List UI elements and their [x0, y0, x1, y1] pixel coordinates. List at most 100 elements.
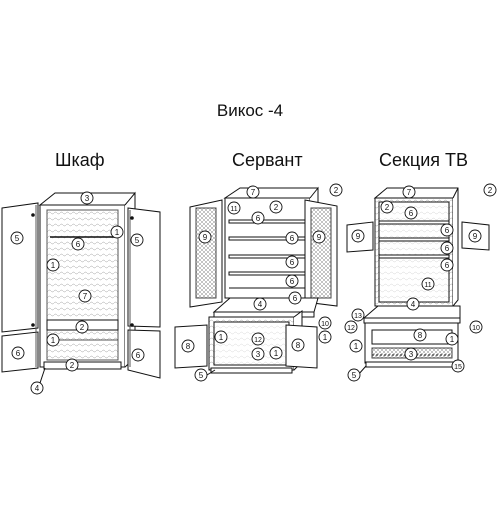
callout-circle-sekciya	[402, 185, 416, 199]
callout-circle-servant	[285, 274, 299, 288]
callout-circle-sekciya	[421, 277, 435, 291]
callout-circle-servant	[269, 346, 283, 360]
callout-number-servant: 6	[293, 294, 298, 303]
callout-number-shkaf: 1	[51, 261, 56, 270]
callout-circle-sekciya	[440, 258, 454, 272]
callout-circle-servant	[251, 211, 265, 225]
callout-number-shkaf: 5	[15, 234, 20, 243]
callout-circle-servant	[318, 330, 332, 344]
callout-number-sekciya: 3	[409, 350, 414, 359]
callout-circle-servant	[181, 339, 195, 353]
callout-number-sekciya: 9	[356, 232, 361, 241]
callout-number-servant: 4	[258, 300, 263, 309]
callout-number-sekciya: 15	[454, 364, 462, 371]
callout-number-sekciya: 6	[445, 244, 450, 253]
callout-circle-shkaf	[130, 233, 144, 247]
callout-circle-shkaf	[46, 333, 60, 347]
wardrobe-label: Шкаф	[55, 150, 105, 170]
callout-circle-sekciya	[451, 359, 465, 373]
callout-number-servant: 5	[199, 371, 204, 380]
callout-circle-shkaf	[46, 258, 60, 272]
callout-number-servant: 9	[203, 233, 208, 242]
callout-number-shkaf: 1	[51, 336, 56, 345]
callout-number-servant: 6	[290, 258, 295, 267]
callout-number-servant: 12	[254, 337, 262, 344]
callout-circle-sekciya	[344, 320, 358, 334]
callout-circle-servant	[214, 330, 228, 344]
callout-number-sekciya: 9	[473, 232, 478, 241]
callout-circle-servant	[253, 297, 267, 311]
callout-circle-servant	[288, 291, 302, 305]
callout-circle-sekciya	[468, 229, 482, 243]
callout-circle-shkaf	[30, 381, 44, 395]
callout-number-servant: 3	[256, 350, 261, 359]
callout-circle-servant	[285, 231, 299, 245]
callout-number-sekciya: 11	[424, 282, 431, 289]
callout-circle-sekciya	[469, 320, 483, 334]
callout-number-servant: 2	[274, 203, 279, 212]
callout-circle-servant	[251, 332, 265, 346]
callout-number-servant: 8	[296, 341, 301, 350]
callout-circle-servant	[198, 230, 212, 244]
callout-number-sekciya: 2	[488, 186, 493, 195]
callout-number-sekciya: 6	[445, 261, 450, 270]
callout-circle-sekciya	[380, 200, 394, 214]
callout-number-servant: 6	[290, 234, 295, 243]
callout-number-servant: 11	[230, 206, 237, 213]
callout-number-shkaf: 2	[70, 361, 75, 370]
callout-number-sekciya: 13	[354, 313, 362, 320]
callout-number-sekciya: 2	[385, 203, 390, 212]
callout-circle-servant	[251, 347, 265, 361]
callout-circle-sekciya	[351, 308, 365, 322]
callout-number-shkaf: 5	[135, 236, 140, 245]
callout-number-servant: 8	[186, 342, 191, 351]
callout-circle-shkaf	[71, 237, 85, 251]
callout-circle-sekciya	[483, 183, 497, 197]
callout-number-servant: 6	[290, 277, 295, 286]
callout-circle-servant	[246, 185, 260, 199]
callout-number-sekciya: 1	[354, 342, 359, 351]
callout-number-servant: 1	[274, 349, 279, 358]
callout-circle-shkaf	[78, 289, 92, 303]
wardrobe-drawing	[1, 191, 161, 387]
callout-number-sekciya: 10	[472, 325, 480, 332]
callout-number-sekciya: 12	[347, 325, 355, 332]
callout-number-shkaf: 4	[35, 384, 40, 393]
callout-circle-servant	[312, 230, 326, 244]
callout-number-shkaf: 1	[115, 228, 120, 237]
callout-circle-sekciya	[347, 368, 361, 382]
callout-circle-servant	[329, 183, 343, 197]
callout-number-servant: 1	[323, 333, 328, 342]
callout-number-shkaf: 6	[16, 349, 21, 358]
callout-number-servant: 6	[256, 214, 261, 223]
callout-circle-sekciya	[440, 223, 454, 237]
callout-number-servant: 7	[251, 188, 256, 197]
callout-circle-sekciya	[445, 332, 459, 346]
callout-number-sekciya: 5	[352, 371, 357, 380]
callout-number-servant: 10	[321, 321, 329, 328]
callout-number-sekciya: 6	[445, 226, 450, 235]
callout-circle-sekciya	[406, 297, 420, 311]
callout-number-servant: 2	[334, 186, 339, 195]
callout-circle-shkaf	[75, 320, 89, 334]
callout-number-shkaf: 6	[136, 351, 141, 360]
callout-circle-sekciya	[351, 229, 365, 243]
callout-circle-shkaf	[80, 191, 94, 205]
callout-circle-sekciya	[440, 241, 454, 255]
callout-number-shkaf: 6	[76, 240, 81, 249]
callout-number-sekciya: 1	[450, 335, 455, 344]
callout-number-servant: 9	[317, 233, 322, 242]
callout-circle-shkaf	[10, 231, 24, 245]
callout-circle-servant	[269, 200, 283, 214]
callout-circle-servant	[291, 338, 305, 352]
sideboard-label: Сервант	[232, 150, 303, 170]
callout-circle-sekciya	[404, 347, 418, 361]
callout-number-shkaf: 7	[83, 292, 88, 301]
callout-circle-servant	[318, 316, 332, 330]
callout-circle-sekciya	[349, 339, 363, 353]
callout-number-servant: 1	[219, 333, 224, 342]
diagram-title: Викос -4	[216, 101, 284, 120]
